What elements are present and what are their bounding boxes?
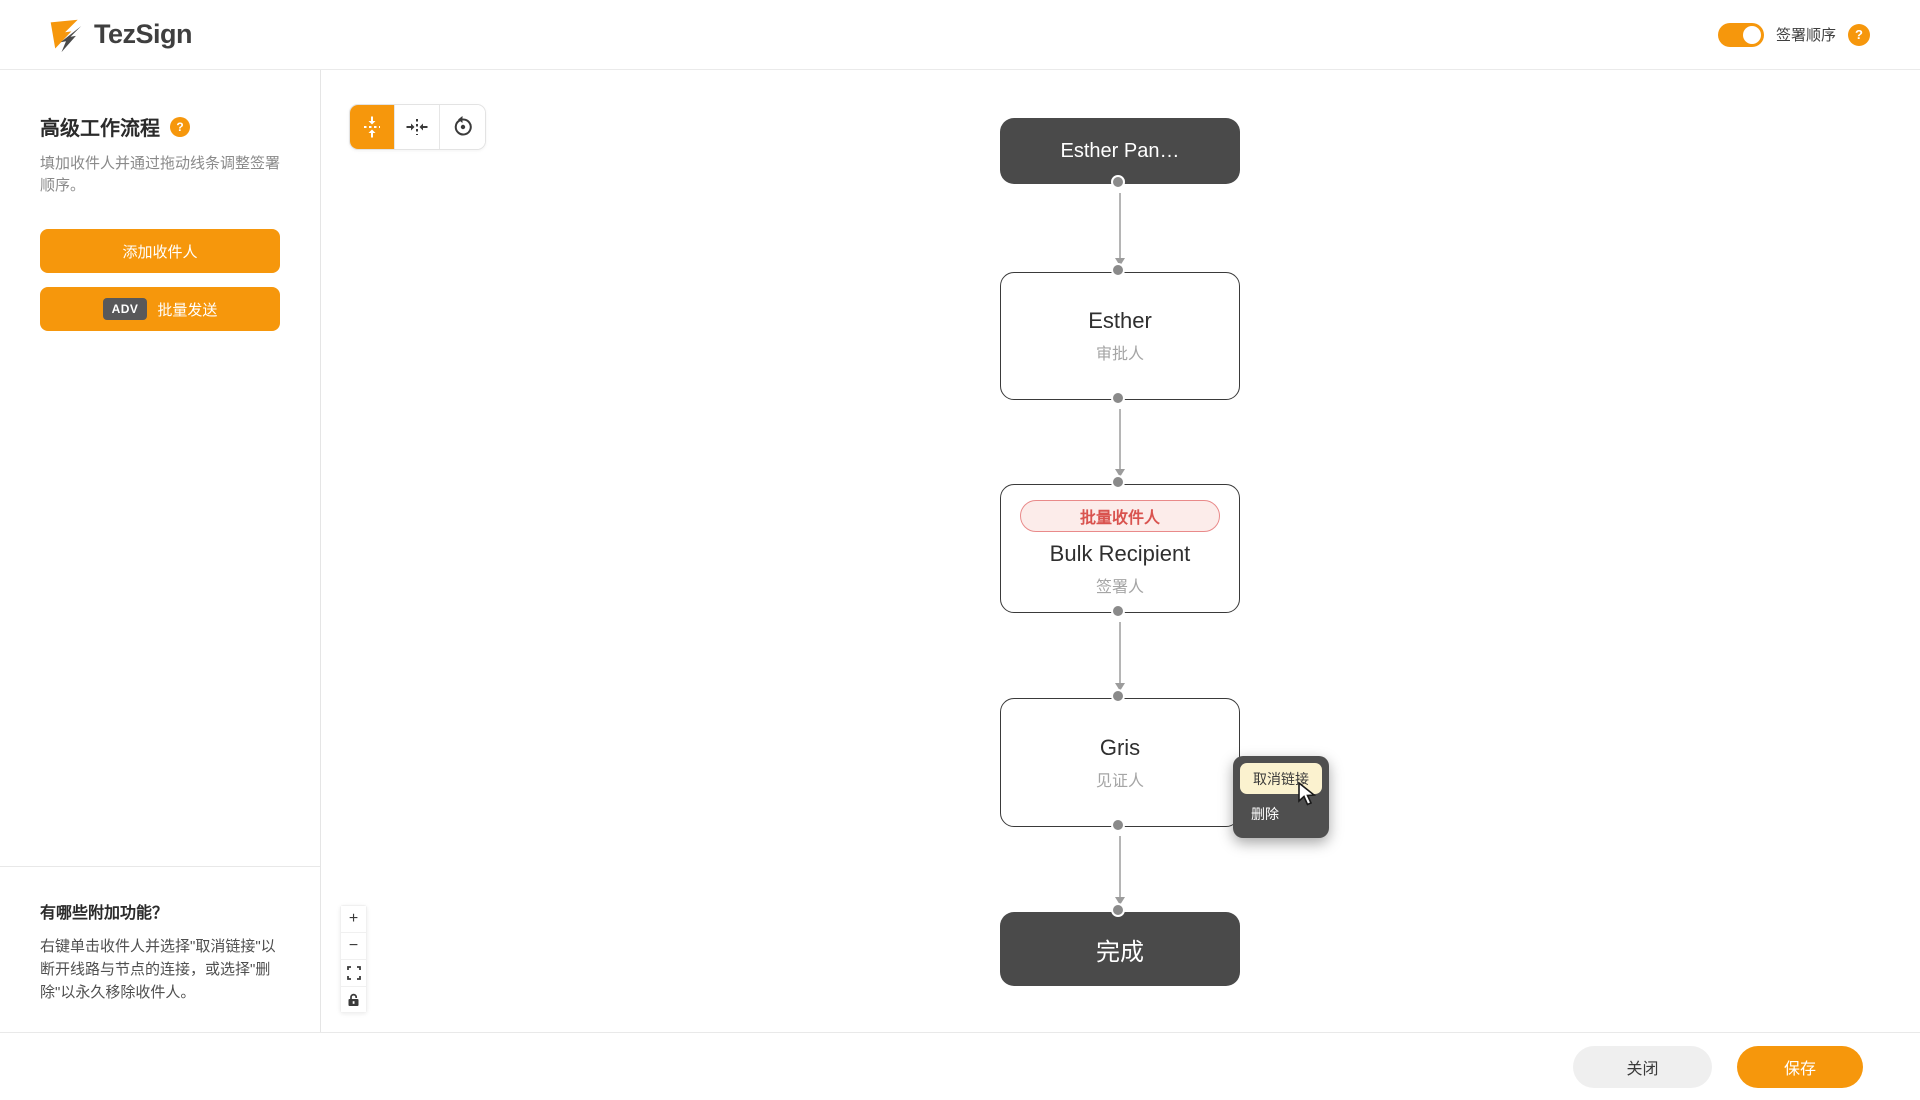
app-logo: TezSign (48, 17, 193, 53)
context-menu-delete[interactable]: 删除 (1251, 805, 1279, 822)
close-button[interactable]: 关闭 (1573, 1045, 1712, 1088)
handle-start-bottom[interactable] (1111, 175, 1125, 189)
fit-view-icon (346, 966, 361, 980)
add-recipient-button[interactable]: 添加收件人 (40, 229, 280, 273)
fit-view-button[interactable] (340, 959, 367, 986)
bulk-recipient-badge: 批量收件人 (1020, 500, 1220, 532)
canvas-zoom-controls: + − (340, 905, 367, 1013)
node-role: 见证人 (1095, 772, 1144, 790)
reset-layout-icon (454, 116, 472, 136)
extras-title: 有哪些附加功能？ (40, 905, 169, 922)
edge-2[interactable] (1115, 409, 1125, 477)
header-help-icon[interactable]: ? (1848, 23, 1870, 46)
edge-3[interactable] (1115, 622, 1125, 691)
node-name: Bulk Recipient (1049, 541, 1191, 566)
edge-4[interactable] (1115, 836, 1125, 905)
save-button[interactable]: 保存 (1737, 1045, 1863, 1088)
zoom-in-button[interactable]: + (340, 905, 367, 932)
lock-icon (348, 993, 359, 1006)
handle-gris-bottom[interactable] (1111, 818, 1125, 832)
sidebar-help-icon[interactable]: ? (170, 116, 190, 137)
node-recipient-gris[interactable]: Gris 见证人 (1000, 698, 1240, 827)
node-name: Gris (1099, 734, 1141, 760)
context-menu-unlink[interactable]: 取消链接 (1240, 763, 1322, 794)
sign-order-toggle[interactable] (1717, 22, 1764, 47)
node-start-label: Esther Pan… (1060, 139, 1180, 162)
workflow-canvas[interactable]: Esther Pan… Esther 审批人 批量收件人 Bulk Recipi… (321, 70, 1920, 1032)
toggle-knob (1742, 25, 1761, 44)
node-end-label: 完成 (1096, 938, 1144, 966)
align-vertical-icon (364, 116, 380, 138)
handle-end-top[interactable] (1111, 903, 1125, 917)
edge-1[interactable] (1115, 193, 1125, 266)
node-role: 审批人 (1095, 346, 1144, 363)
handle-gris-top[interactable] (1111, 689, 1125, 703)
align-horizontal-button[interactable] (395, 105, 440, 149)
reset-layout-button[interactable] (440, 105, 485, 149)
footer-bar: 关闭 保存 (0, 1032, 1920, 1100)
lock-button[interactable] (340, 986, 367, 1013)
sidebar-title: 高级工作流程 (40, 118, 160, 140)
handle-esther-bottom[interactable] (1111, 391, 1125, 405)
align-horizontal-icon (406, 119, 428, 135)
node-start[interactable]: Esther Pan… (1000, 118, 1240, 184)
add-recipient-label: 添加收件人 (122, 243, 198, 261)
node-role: 签署人 (1095, 579, 1144, 596)
canvas-toolbar (349, 104, 486, 150)
handle-bulk-top[interactable] (1111, 475, 1125, 489)
node-end[interactable]: 完成 (1000, 912, 1240, 986)
bulk-send-label: 批量发送 (157, 301, 218, 319)
mouse-cursor-icon (1298, 782, 1317, 806)
node-recipient-esther[interactable]: Esther 审批人 (1000, 272, 1240, 400)
sign-order-label: 签署顺序 (1775, 27, 1836, 44)
app-header: TezSign 签署顺序 ? (0, 0, 1920, 70)
sidebar: 高级工作流程 ? 填加收件人并通过拖动线条调整签署顺序。 添加收件人 ADV 批… (0, 70, 321, 1032)
node-bulk-recipient[interactable]: 批量收件人 Bulk Recipient 签署人 (1000, 484, 1240, 613)
node-name: Esther (1088, 308, 1152, 333)
sidebar-subtitle: 填加收件人并通过拖动线条调整签署顺序。 (40, 155, 281, 194)
bulk-send-button[interactable]: ADV 批量发送 (40, 287, 280, 331)
align-vertical-button[interactable] (350, 105, 395, 149)
app-title: TezSign (94, 19, 193, 49)
handle-esther-top[interactable] (1111, 263, 1125, 277)
sidebar-extras-section: 有哪些附加功能？ 右键单击收件人并选择"取消链接"以断开线路与节点的连接，或选择… (0, 866, 320, 1032)
tezsign-logo-icon (50, 19, 82, 52)
extras-body: 右键单击收件人并选择"取消链接"以断开线路与节点的连接，或选择"删除"以永久移除… (40, 938, 276, 1001)
zoom-out-button[interactable]: − (340, 932, 367, 959)
adv-badge: ADV (102, 298, 148, 320)
node-context-menu: 取消链接 删除 (1233, 756, 1329, 838)
handle-bulk-bottom[interactable] (1111, 604, 1125, 618)
